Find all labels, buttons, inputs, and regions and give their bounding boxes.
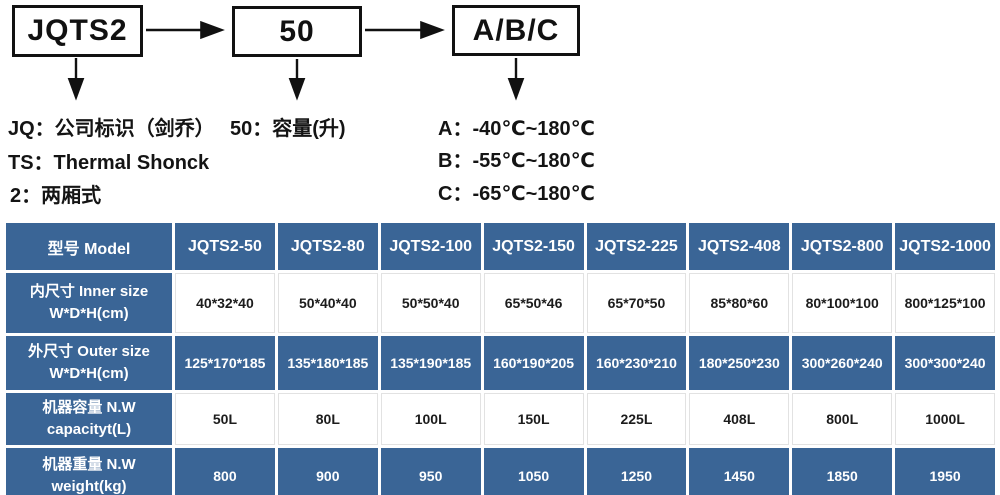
spec-cell: 50L xyxy=(175,393,275,445)
spec-cell: 65*50*46 xyxy=(483,273,584,333)
spec-cell: 85*80*60 xyxy=(689,273,790,333)
model-box-capacity: 50 xyxy=(232,6,362,57)
model-box-brand: JQTS2 xyxy=(12,5,143,57)
spec-cell: 40*32*40 xyxy=(175,273,275,333)
spec-cell: 135*190*185 xyxy=(380,336,481,390)
model-code-diagram: JQTS2 50 A/B/C JQ：公司标识（剑乔） TS：Thermal Sh… xyxy=(0,0,1000,218)
spec-cell: 800L xyxy=(792,393,893,445)
note-two-zone: 2：两厢式 xyxy=(10,185,102,207)
spec-cell: 300*260*240 xyxy=(792,336,893,390)
spec-cell: 125*170*185 xyxy=(175,336,275,390)
spec-cell: 800 xyxy=(175,448,275,495)
spec-cell: 50*50*40 xyxy=(380,273,481,333)
note-temp-b: B：-55℃~180℃ xyxy=(438,150,595,172)
spec-cell: 408L xyxy=(689,393,790,445)
header-cell-model: 型号 Model xyxy=(6,223,172,270)
row-label-cn: 机器容量 N.W xyxy=(42,398,136,416)
spec-cell: 1000L xyxy=(895,393,995,445)
model-box-temp: A/B/C xyxy=(452,5,580,56)
spec-cell: 225L xyxy=(586,393,687,445)
spec-cell: 65*70*50 xyxy=(586,273,687,333)
spec-cell: 1950 xyxy=(895,448,995,495)
spec-cell: 50*40*40 xyxy=(277,273,378,333)
flow-arrows xyxy=(67,20,525,101)
header-cell-jqts2-408: JQTS2-408 xyxy=(689,223,790,270)
spec-cell: 1050 xyxy=(483,448,584,495)
spec-cell: 900 xyxy=(277,448,378,495)
row-label-en: W*D*H(cm) xyxy=(49,365,129,382)
header-cell-jqts2-80: JQTS2-80 xyxy=(277,223,378,270)
note-temp-a: A：-40℃~180℃ xyxy=(438,118,595,140)
spec-cell: 300*300*240 xyxy=(895,336,995,390)
spec-cell: 80*100*100 xyxy=(792,273,893,333)
spec-cell: 1450 xyxy=(689,448,790,495)
row-label-cn: 机器重量 N.W xyxy=(42,455,136,473)
row-label-cn: 内尺寸 Inner size xyxy=(29,282,149,300)
spec-cell: 1850 xyxy=(792,448,893,495)
spec-cell: 800*125*100 xyxy=(895,273,995,333)
row-label-en: W*D*H(cm) xyxy=(49,305,129,322)
spec-cell: 100L xyxy=(380,393,481,445)
header-cell-jqts2-50: JQTS2-50 xyxy=(175,223,275,270)
note-thermal-shock: TS：Thermal Shonck xyxy=(8,152,210,174)
spec-cell: 180*250*230 xyxy=(689,336,790,390)
header-cell-jqts2-225: JQTS2-225 xyxy=(586,223,687,270)
row-label: 机器重量 N.W weight(kg) xyxy=(6,448,172,495)
note-temp-c: C：-65℃~180℃ xyxy=(438,183,595,205)
header-cell-jqts2-100: JQTS2-100 xyxy=(380,223,481,270)
row-label-en: capacityt(L) xyxy=(46,421,132,438)
row-label: 机器容量 N.W capacityt(L) xyxy=(6,393,172,445)
header-cell-jqts2-800: JQTS2-800 xyxy=(792,223,893,270)
spec-cell: 1250 xyxy=(586,448,687,495)
row-label-en: weight(kg) xyxy=(51,478,127,495)
header-cell-jqts2-150: JQTS2-150 xyxy=(483,223,584,270)
row-label-cn: 外尺寸 Outer size xyxy=(28,342,150,360)
spec-cell: 950 xyxy=(380,448,481,495)
header-cell-jqts2-1000: JQTS2-1000 xyxy=(895,223,995,270)
spec-cell: 160*190*205 xyxy=(483,336,584,390)
spec-cell: 80L xyxy=(277,393,378,445)
spec-cell: 135*180*185 xyxy=(277,336,378,390)
spec-cell: 150L xyxy=(483,393,584,445)
spec-cell: 160*230*210 xyxy=(586,336,687,390)
note-brand-jq: JQ：公司标识（剑乔） xyxy=(8,118,215,140)
note-capacity: 50：容量(升) xyxy=(230,118,346,140)
